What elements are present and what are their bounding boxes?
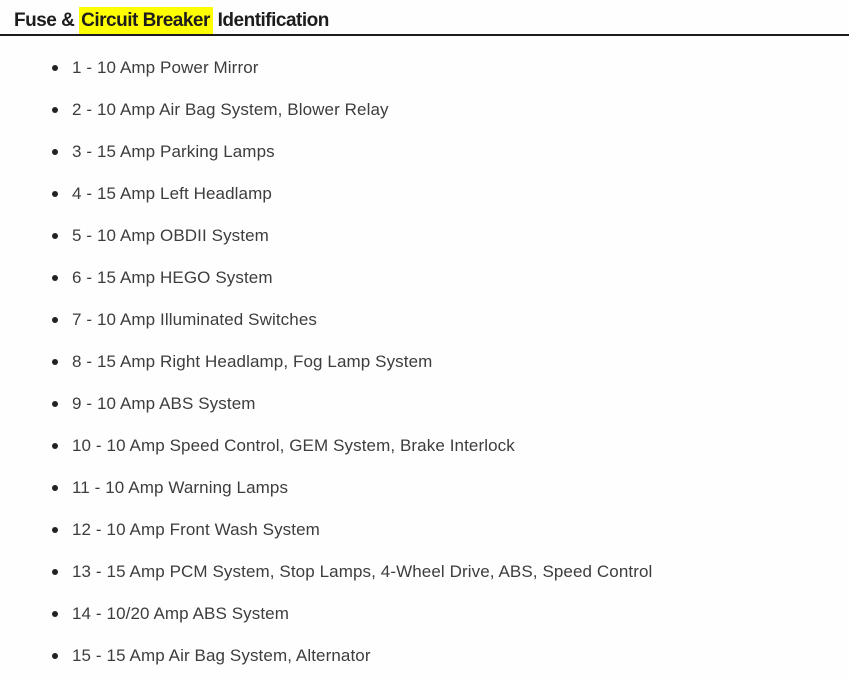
bullet-icon — [52, 65, 58, 71]
list-item: 14 - 10/20 Amp ABS System — [52, 603, 849, 625]
fuse-list: 1 - 10 Amp Power Mirror 2 - 10 Amp Air Ba… — [0, 36, 849, 667]
fuse-item-label: 6 - 15 Amp HEGO System — [72, 268, 273, 287]
list-item: 5 - 10 Amp OBDII System — [52, 225, 849, 247]
fuse-item-label: 2 - 10 Amp Air Bag System, Blower Relay — [72, 100, 389, 119]
bullet-icon — [52, 569, 58, 575]
fuse-item-label: 13 - 15 Amp PCM System, Stop Lamps, 4-Wh… — [72, 562, 653, 581]
bullet-icon — [52, 107, 58, 113]
list-item: 4 - 15 Amp Left Headlamp — [52, 183, 849, 205]
title-divider — [0, 34, 849, 36]
list-item: 3 - 15 Amp Parking Lamps — [52, 141, 849, 163]
fuse-item-label: 12 - 10 Amp Front Wash System — [72, 520, 320, 539]
page-title-highlight: Circuit Breaker — [79, 7, 213, 34]
fuse-item-label: 15 - 15 Amp Air Bag System, Alternator — [72, 646, 371, 665]
bullet-icon — [52, 275, 58, 281]
bullet-icon — [52, 359, 58, 365]
list-item: 12 - 10 Amp Front Wash System — [52, 519, 849, 541]
bullet-icon — [52, 233, 58, 239]
fuse-item-label: 11 - 10 Amp Warning Lamps — [72, 478, 289, 497]
bullet-icon — [52, 149, 58, 155]
bullet-icon — [52, 485, 58, 491]
bullet-icon — [52, 191, 58, 197]
list-item: 6 - 15 Amp HEGO System — [52, 267, 849, 289]
list-item: 8 - 15 Amp Right Headlamp, Fog Lamp Syst… — [52, 351, 849, 373]
page-title-suffix: Identification — [212, 10, 330, 31]
fuse-item-label: 8 - 15 Amp Right Headlamp, Fog Lamp Syst… — [72, 352, 433, 371]
fuse-item-label: 9 - 10 Amp ABS System — [72, 394, 256, 413]
list-item: 7 - 10 Amp Illuminated Switches — [52, 309, 849, 331]
bullet-icon — [52, 317, 58, 323]
fuse-item-label: 4 - 15 Amp Left Headlamp — [72, 184, 272, 203]
bullet-icon — [52, 443, 58, 449]
fuse-item-label: 10 - 10 Amp Speed Control, GEM System, B… — [72, 436, 515, 455]
bullet-icon — [52, 401, 58, 407]
fuse-item-label: 5 - 10 Amp OBDII System — [72, 226, 269, 245]
fuse-item-label: 1 - 10 Amp Power Mirror — [72, 58, 259, 77]
content-area: Fuse & Circuit Breaker Identification 1 … — [0, 7, 849, 667]
list-item: 1 - 10 Amp Power Mirror — [52, 57, 849, 79]
page-title-prefix: Fuse & — [14, 10, 80, 31]
fuse-item-label: 14 - 10/20 Amp ABS System — [72, 604, 290, 623]
bullet-icon — [52, 611, 58, 617]
list-item: 9 - 10 Amp ABS System — [52, 393, 849, 415]
page-title: Fuse & Circuit Breaker Identification — [14, 7, 849, 34]
list-item: 10 - 10 Amp Speed Control, GEM System, B… — [52, 435, 849, 457]
list-item: 13 - 15 Amp PCM System, Stop Lamps, 4-Wh… — [52, 561, 849, 583]
bullet-icon — [52, 653, 58, 659]
list-item: 11 - 10 Amp Warning Lamps — [52, 477, 849, 499]
fuse-item-label: 3 - 15 Amp Parking Lamps — [72, 142, 275, 161]
bullet-icon — [52, 527, 58, 533]
list-item: 2 - 10 Amp Air Bag System, Blower Relay — [52, 99, 849, 121]
list-item: 15 - 15 Amp Air Bag System, Alternator — [52, 645, 849, 667]
fuse-item-label: 7 - 10 Amp Illuminated Switches — [72, 310, 317, 329]
